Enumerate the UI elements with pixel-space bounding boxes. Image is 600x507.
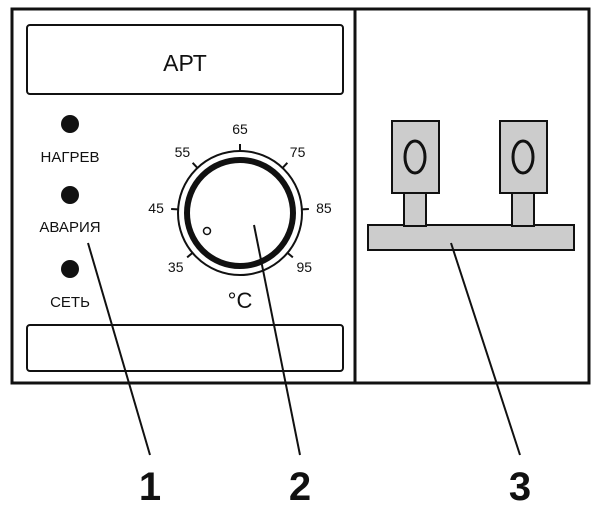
dial-tick bbox=[186, 252, 194, 259]
alarm-indicator-label: АВАРИЯ bbox=[39, 219, 100, 236]
terminal-right-head bbox=[499, 120, 548, 194]
terminal-right-screw bbox=[511, 139, 535, 175]
terminal-left-head bbox=[391, 120, 440, 194]
bottom-display bbox=[26, 324, 344, 372]
dial-tick bbox=[281, 162, 289, 169]
callout-3-leader bbox=[450, 242, 521, 456]
dial-scale-label: 55 bbox=[175, 144, 191, 160]
callout-2-number: 2 bbox=[289, 465, 311, 507]
dial-scale-label: 75 bbox=[290, 144, 306, 160]
dial-tick bbox=[286, 252, 294, 259]
power-indicator-lamp bbox=[61, 260, 79, 278]
terminal-left-screw bbox=[403, 139, 427, 175]
dial-scale-label: 65 bbox=[232, 121, 248, 137]
temperature-dial: 35 45 55 65 75 85 95 °C bbox=[148, 121, 332, 313]
heating-indicator-label: НАГРЕВ bbox=[41, 149, 100, 166]
title-display bbox=[26, 24, 344, 95]
heating-indicator-lamp bbox=[61, 115, 79, 133]
panel-title: АРТ bbox=[163, 50, 207, 76]
dial-outer-ring bbox=[177, 150, 303, 276]
dial-scale: 35 45 55 65 75 85 95 bbox=[148, 121, 332, 275]
callout-1-leader bbox=[87, 242, 151, 456]
terminal-left-stem bbox=[403, 192, 427, 227]
callout-3-number: 3 bbox=[509, 465, 531, 507]
dial-unit-label: °C bbox=[228, 288, 253, 313]
power-indicator-label: СЕТЬ bbox=[50, 294, 90, 311]
terminal-right-stem bbox=[511, 192, 535, 227]
callout-1-number: 1 bbox=[139, 465, 161, 507]
terminal-block bbox=[367, 120, 575, 251]
dial-scale-label: 35 bbox=[168, 259, 184, 275]
dial-tick bbox=[191, 162, 199, 169]
dial-scale-label: 95 bbox=[297, 259, 313, 275]
dial-knob[interactable] bbox=[184, 157, 296, 269]
dial-scale-label: 85 bbox=[316, 200, 332, 216]
alarm-indicator-lamp bbox=[61, 186, 79, 204]
dial-pointer-mark bbox=[202, 226, 212, 236]
callout-2-leader bbox=[253, 224, 301, 456]
dial-scale-label: 45 bbox=[148, 200, 164, 216]
controller-panel: АРТ НАГРЕВ АВАРИЯ СЕТЬ 35 45 55 65 75 85 95 °C bbox=[26, 24, 344, 372]
terminal-base-bar bbox=[367, 224, 575, 251]
